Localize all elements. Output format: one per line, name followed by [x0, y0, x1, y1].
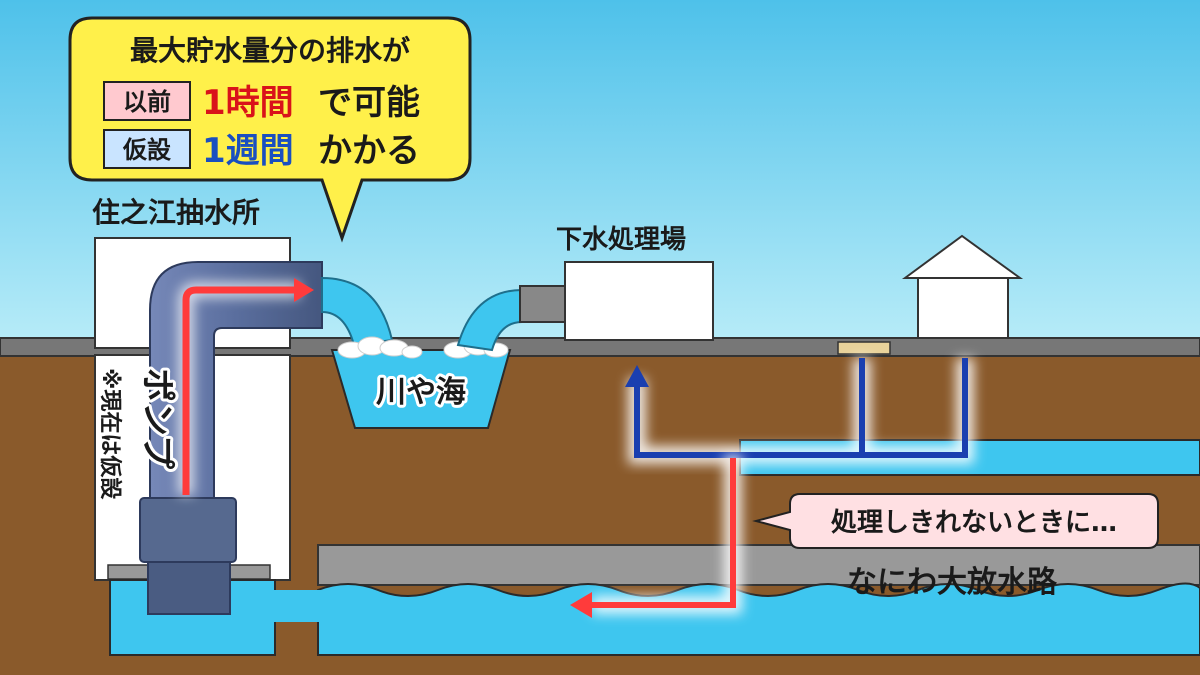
road-drain-grate: [837, 341, 891, 355]
pump-note-label: ※現在は仮設: [97, 368, 123, 500]
pit-tunnel-connection: [270, 590, 322, 622]
treatment-plant-label: 下水処理場: [556, 225, 686, 255]
treatment-plant-nozzle: [519, 285, 569, 323]
callout-line1: 最大貯水量分の排水が: [130, 34, 410, 67]
pump-label: ポンプ: [137, 368, 177, 469]
river-sea-label: 川や海: [376, 375, 466, 410]
pump-flow-arrow: [178, 278, 314, 495]
before-suffix: で可能: [318, 83, 420, 123]
tag-temp: 仮設: [122, 136, 172, 164]
overflow-flow-arrow: [570, 455, 742, 618]
house: [901, 234, 1024, 339]
pump-motor-base: [147, 561, 231, 615]
tag-before-box: [103, 81, 191, 121]
temp-suffix: かかる: [318, 131, 420, 171]
callout-bubble: [68, 16, 472, 243]
treatment-plant-building: [564, 261, 714, 341]
tag-temp-box: [103, 129, 191, 169]
outfall-pipe-right: [456, 288, 523, 352]
overflow-note: 処理しきれないときに…: [831, 508, 1117, 538]
drainage-tunnel-water: [317, 582, 1200, 656]
overflow-note-box: [752, 493, 1159, 549]
tag-before: 以前: [123, 88, 171, 116]
drainage-tunnel-label: なにわ大放水路: [847, 565, 1058, 600]
temp-value: 1週間: [202, 131, 294, 171]
before-value: 1時間: [202, 83, 294, 123]
pump-station-label: 住之江抽水所: [92, 196, 260, 229]
sewer-network: [625, 358, 974, 464]
pump-flange: [139, 497, 237, 563]
tunnel-ceiling: [317, 544, 1200, 586]
